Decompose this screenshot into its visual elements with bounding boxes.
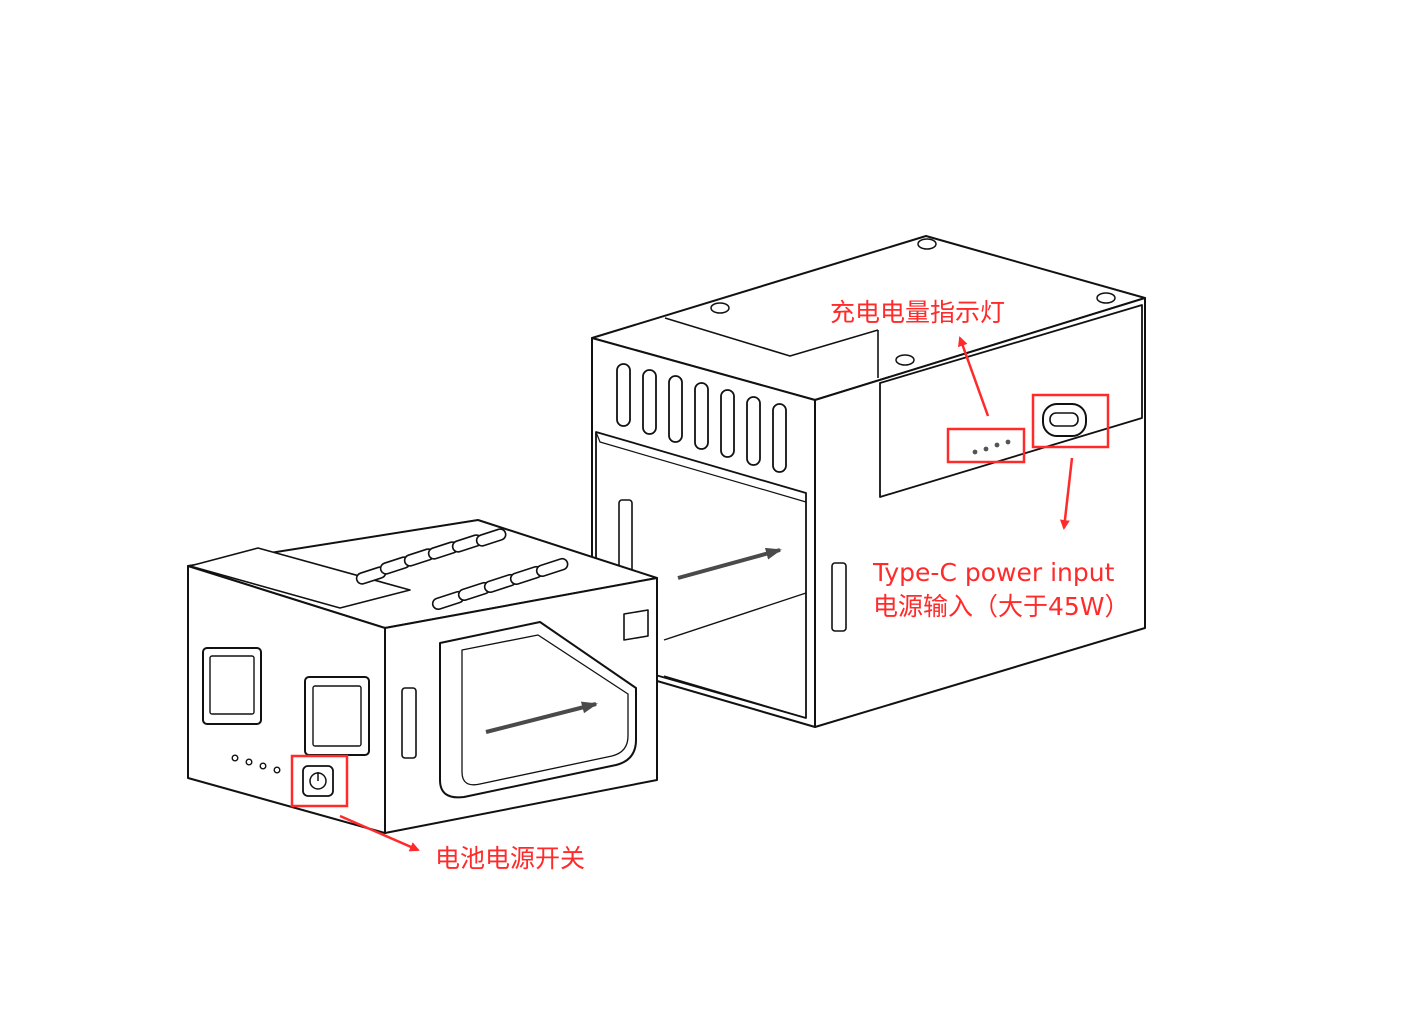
charging-dock bbox=[591, 235, 1146, 728]
dock-bay-floor bbox=[663, 592, 807, 641]
dock-lid-seam bbox=[664, 317, 879, 357]
battery-switch-label: 电池电源开关 bbox=[435, 844, 586, 873]
dock-vent-slot bbox=[694, 382, 709, 450]
battery-led-dot bbox=[259, 762, 267, 770]
dock-bay-floor-2 bbox=[663, 675, 807, 719]
typec-highlight-box bbox=[1031, 393, 1110, 449]
dock-vent-slot bbox=[720, 389, 735, 458]
dock-typec-port bbox=[1042, 403, 1087, 437]
battery-led-dot bbox=[245, 758, 253, 766]
insertion-arrows bbox=[485, 547, 782, 734]
battery-rear-notch bbox=[623, 609, 649, 641]
battery-front-window-inner bbox=[209, 655, 255, 715]
charge-indicator-label: 充电电量指示灯 bbox=[830, 298, 1006, 327]
dock-bay-inner-edge bbox=[595, 431, 807, 503]
typec-port-inner bbox=[1049, 412, 1079, 427]
dock-vent-slot bbox=[642, 369, 657, 435]
dock-control-panel bbox=[879, 304, 1143, 498]
dock-vent-slot bbox=[668, 375, 683, 443]
dock-top-hole bbox=[1096, 292, 1116, 304]
dock-vent-slot bbox=[772, 403, 787, 473]
annotation-callouts bbox=[290, 336, 1110, 852]
battery-charge-leds bbox=[231, 754, 281, 774]
indicator-arrow-icon bbox=[957, 336, 990, 417]
battery-led-dot bbox=[231, 754, 239, 762]
battery-pack bbox=[187, 519, 658, 834]
indicator-highlight-box bbox=[946, 427, 1026, 464]
battery-side-panel-inner bbox=[461, 634, 629, 786]
dock-top-hole bbox=[895, 354, 915, 366]
dock-led-dot bbox=[972, 449, 978, 455]
dock-charge-leds bbox=[972, 439, 1011, 455]
battery-front-face bbox=[187, 565, 386, 834]
battery-front-window-inner bbox=[312, 685, 362, 747]
dock-vent-slot bbox=[746, 396, 761, 466]
dock-top-hole bbox=[917, 238, 937, 250]
typec-arrow-icon bbox=[1059, 457, 1074, 530]
dock-bay-slot bbox=[618, 499, 633, 573]
battery-vents bbox=[355, 528, 569, 611]
battery-vent-slot bbox=[535, 557, 569, 578]
dock-vents bbox=[616, 363, 787, 473]
dock-led-dot bbox=[983, 446, 989, 452]
battery-side-groove bbox=[401, 687, 417, 759]
battery-top-rail bbox=[189, 547, 411, 609]
battery-side-panel bbox=[439, 621, 637, 799]
switch-highlight-box bbox=[290, 754, 349, 808]
typec-input-label: Type-C power input bbox=[873, 558, 1115, 587]
insert-arrow-icon bbox=[677, 547, 782, 580]
battery-led-dot bbox=[273, 766, 281, 774]
dock-led-dot bbox=[994, 442, 1000, 448]
switch-arrow-icon bbox=[339, 814, 420, 852]
insert-arrow-icon bbox=[485, 701, 598, 734]
dock-side-slot bbox=[831, 562, 847, 632]
typec-input-label-cn: 电源输入（大于45W） bbox=[873, 592, 1130, 621]
dock-vent-slot bbox=[616, 363, 631, 427]
dock-led-dot bbox=[1005, 439, 1011, 445]
battery-vent-slot bbox=[475, 528, 507, 547]
dock-top-hole bbox=[710, 302, 730, 314]
